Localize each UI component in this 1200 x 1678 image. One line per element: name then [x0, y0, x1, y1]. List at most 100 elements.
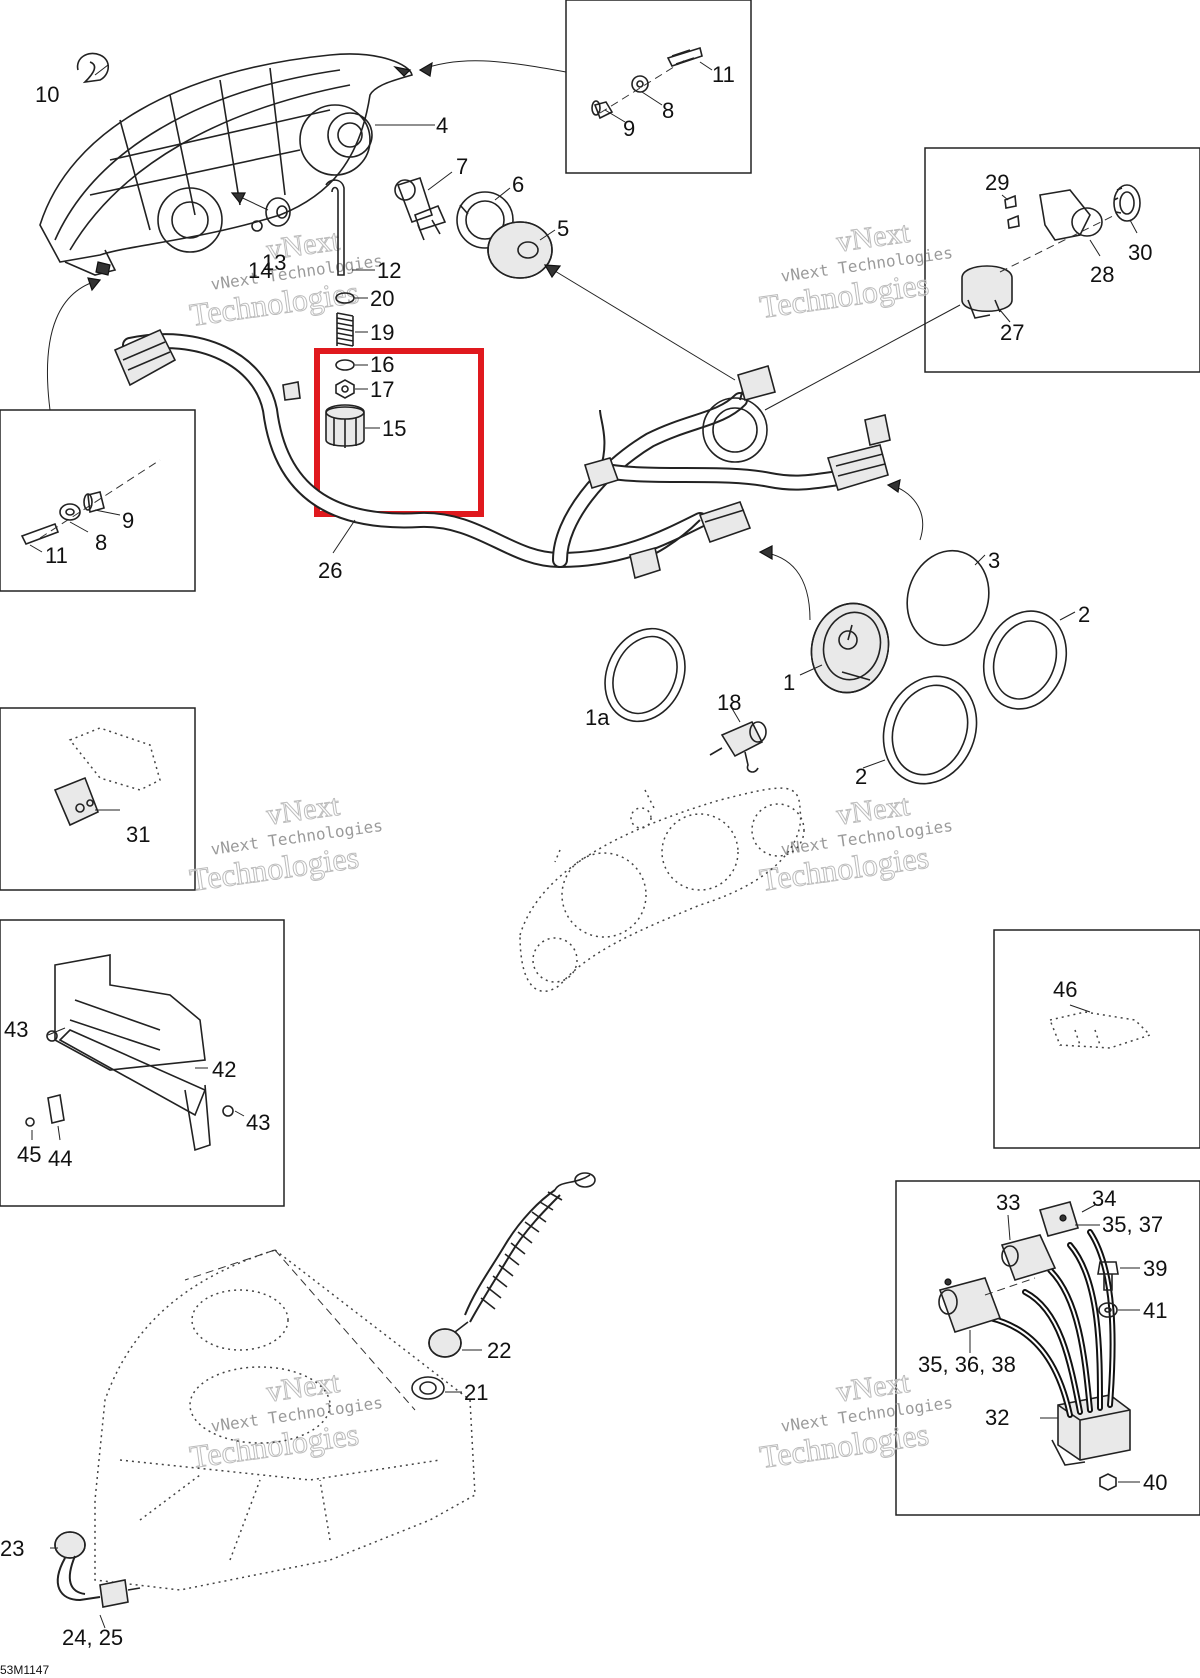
callout-9-top: 9	[623, 116, 635, 141]
callout-14: 14	[248, 258, 272, 283]
headlight-assembly	[39, 53, 413, 276]
drawing-code: 53M1147	[0, 1663, 49, 1677]
bracket-42	[46, 954, 234, 1152]
switch-23	[54, 1531, 141, 1608]
grommet-13	[265, 197, 291, 227]
callout-40: 40	[1143, 1470, 1167, 1495]
callout-5: 5	[557, 216, 569, 241]
callout-24-25: 24, 25	[62, 1625, 123, 1650]
nut-17	[335, 379, 355, 399]
knob-15	[325, 404, 365, 448]
callout-6: 6	[512, 172, 524, 197]
detail-box-connector-31	[0, 707, 196, 891]
adjuster-rod-12	[325, 179, 345, 276]
washer-8-left	[59, 503, 81, 521]
clip-10	[76, 52, 110, 84]
callout-43-right: 43	[246, 1110, 270, 1135]
callout-31: 31	[126, 822, 150, 847]
instrument-panel-outline	[519, 787, 805, 993]
callout-44: 44	[48, 1146, 72, 1171]
leader-lines	[29, 61, 1140, 1629]
line-module-box	[764, 304, 961, 411]
connector-33	[1000, 1234, 1057, 1281]
bracket-28	[1039, 189, 1103, 241]
detail-box-part-46	[993, 929, 1200, 1149]
detail-box-fasteners-top	[565, 0, 752, 174]
ring-1a	[604, 627, 686, 723]
lens-3	[906, 549, 990, 647]
speedometer-1	[810, 602, 890, 694]
callout-30: 30	[1128, 240, 1152, 265]
arrow-head-harness-headlight	[87, 277, 102, 292]
arrow-head-top-box	[418, 61, 433, 77]
callout-42: 42	[212, 1057, 236, 1082]
arrow-harness-headlight	[46, 279, 101, 411]
grommet-9-top	[591, 100, 614, 120]
callout-9-left: 9	[122, 508, 134, 533]
callout-4: 4	[436, 113, 448, 138]
callout-34: 34	[1092, 1186, 1116, 1211]
callout-41: 41	[1143, 1298, 1167, 1323]
bezel-2-left	[882, 675, 978, 785]
callout-1: 1	[783, 670, 795, 695]
callout-19: 19	[370, 320, 394, 345]
callout-12: 12	[377, 258, 401, 283]
grommet-9-left	[83, 491, 105, 514]
callout-1a: 1a	[585, 705, 610, 730]
arrow-head-cap-5	[543, 264, 562, 279]
arrow-cap-5	[544, 264, 736, 381]
detail-box-bracket-42	[0, 919, 285, 1207]
arrow-top-box	[419, 60, 567, 73]
clip-44	[47, 1094, 65, 1124]
nut-21	[411, 1376, 445, 1400]
callout-35-36-38: 35, 36, 38	[918, 1352, 1016, 1377]
callout-23: 23	[0, 1536, 24, 1561]
arrow-head-gauge-1	[758, 545, 773, 561]
callout-11-top: 11	[712, 62, 735, 87]
detail-box-fasteners-left	[0, 409, 196, 592]
callout-3: 3	[988, 548, 1000, 573]
bezel-2-right	[982, 610, 1068, 710]
arrow-head-grommet	[230, 192, 246, 205]
arrow-head-lens-3	[886, 479, 901, 494]
detail-box-module-bracket	[924, 147, 1200, 373]
callout-2-right: 2	[1078, 602, 1090, 627]
callout-8-left: 8	[95, 530, 107, 555]
callout-15: 15	[382, 416, 406, 441]
tether-cap-22	[428, 1321, 469, 1358]
washer-16	[335, 359, 355, 371]
callout-43-left: 43	[4, 1017, 28, 1042]
callout-29: 29	[985, 170, 1009, 195]
callout-32: 32	[985, 1405, 1009, 1430]
connector-34	[1038, 1201, 1080, 1237]
bulb-7	[394, 176, 447, 241]
console-outline	[94, 1249, 476, 1591]
washer-20	[335, 292, 355, 304]
bolt-39	[1097, 1261, 1119, 1291]
callout-45: 45	[17, 1142, 41, 1167]
dash-left-fasteners	[39, 459, 161, 539]
callout-11-left: 11	[45, 543, 68, 568]
callout-10: 10	[35, 82, 59, 107]
callout-13: 13	[262, 250, 286, 275]
callout-7: 7	[456, 154, 468, 179]
nut-14	[251, 220, 263, 232]
screw-29	[1004, 194, 1020, 229]
washer-8-top	[631, 75, 649, 93]
callout-18: 18	[717, 690, 741, 715]
dust-cap-5	[487, 221, 553, 279]
callout-39: 39	[1143, 1256, 1167, 1281]
connector-31	[53, 727, 161, 827]
callout-46: 46	[1053, 977, 1077, 1002]
part-46	[1048, 1011, 1152, 1049]
callout-2-left: 2	[855, 764, 867, 789]
watermark: vNext vNext Technologies Technologies vN…	[187, 215, 954, 1475]
detail-box-regulator	[895, 1180, 1200, 1516]
callout-35-37: 35, 37	[1102, 1212, 1163, 1237]
nut-45	[25, 1117, 35, 1127]
callout-26: 26	[318, 558, 342, 583]
washer-41	[1098, 1302, 1118, 1318]
wiring-harness-26	[113, 328, 891, 580]
lanyard-coil	[464, 1172, 596, 1323]
